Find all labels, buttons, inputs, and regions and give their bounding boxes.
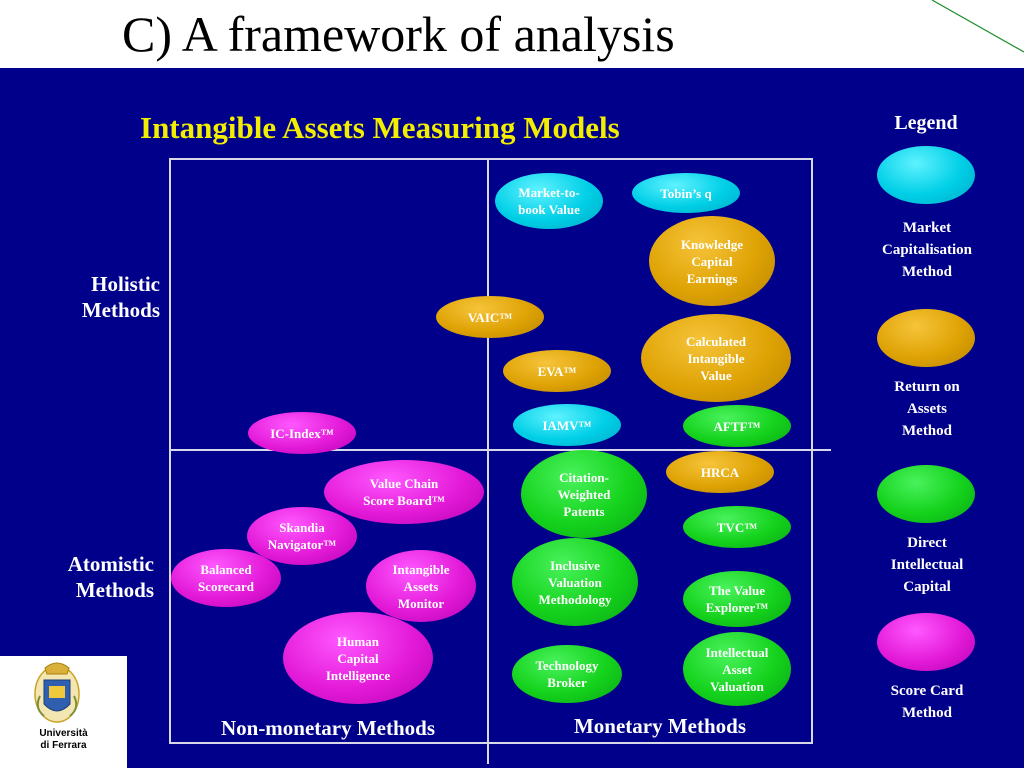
grid-border-left [169, 158, 171, 744]
grid-border-right [811, 158, 813, 744]
slide-header: C) A framework of analysis [0, 0, 1024, 68]
model-eva: EVA™ [503, 350, 611, 392]
grid-border-top [169, 158, 813, 160]
model-aftf: AFTF™ [683, 405, 791, 447]
legend-label-return-on-assets: Return on Assets Method [894, 379, 960, 439]
legend-label-score-card: Score Card Method [890, 683, 964, 721]
legend-swatch-direct-intellectual-capital [877, 465, 975, 523]
model-balanced-scorecard: Balanced Scorecard [171, 549, 281, 607]
legend-swatch-score-card [877, 613, 975, 671]
row-label-atomistic: Atomistic Methods [67, 552, 154, 602]
university-logo: Università di Ferrara [0, 656, 127, 768]
model-ic-index: IC-Index™ [248, 412, 356, 454]
grid-border-bottom [169, 742, 813, 744]
crest-icon [34, 662, 80, 723]
diagram-title: Intangible Assets Measuring Models [140, 110, 620, 145]
model-knowledge-capital-earnings: Knowledge Capital Earnings [649, 216, 775, 306]
grid-divider-horizontal [169, 449, 831, 451]
model-calculated-intangible-value: Calculated Intangible Value [641, 314, 791, 402]
model-vaic: VAIC™ [436, 296, 544, 338]
logo-caption: Università di Ferrara [39, 728, 88, 751]
model-the-value-explorer: The Value Explorer™ [683, 571, 791, 627]
grid-divider-vertical [487, 158, 489, 764]
model-intellectual-asset-valuation: Intellectual Asset Valuation [683, 632, 791, 706]
model-iamv: IAMV™ [513, 404, 621, 446]
model-citation-weighted-patents: Citation- Weighted Patents [521, 450, 647, 538]
model-intangible-assets-monitor: Intangible Assets Monitor [366, 550, 476, 622]
row-label-holistic: Holistic Methods [81, 272, 160, 322]
decorative-line [931, 0, 1024, 53]
slide-title: C) A framework of analysis [122, 6, 675, 62]
model-human-capital-intelligence: Human Capital Intelligence [283, 612, 433, 704]
legend-swatch-return-on-assets [877, 309, 975, 367]
legend-label-direct-intellectual-capital: Direct Intellectual Capital [890, 535, 964, 595]
model-hrca: HRCA [666, 451, 774, 493]
model-tvc: TVC™ [683, 506, 791, 548]
model-technology-broker: Technology Broker [512, 645, 622, 703]
legend-title: Legend [894, 112, 958, 134]
model-value-chain-score-board: Value Chain Score Board™ [324, 460, 484, 524]
column-label-non-monetary: Non-monetary Methods [220, 716, 436, 740]
model-skandia-navigator: Skandia Navigator™ [247, 507, 357, 565]
column-label-monetary: Monetary Methods [573, 714, 747, 738]
legend-swatch-market-capitalisation [877, 146, 975, 204]
model-market-to-book-value: Market-to- book Value [495, 173, 603, 229]
model-tobins-q: Tobin’s q [632, 173, 740, 213]
legend-label-market-capitalisation: Market Capitalisation Method [881, 220, 972, 280]
model-inclusive-valuation-methodology: Inclusive Valuation Methodology [512, 538, 638, 626]
